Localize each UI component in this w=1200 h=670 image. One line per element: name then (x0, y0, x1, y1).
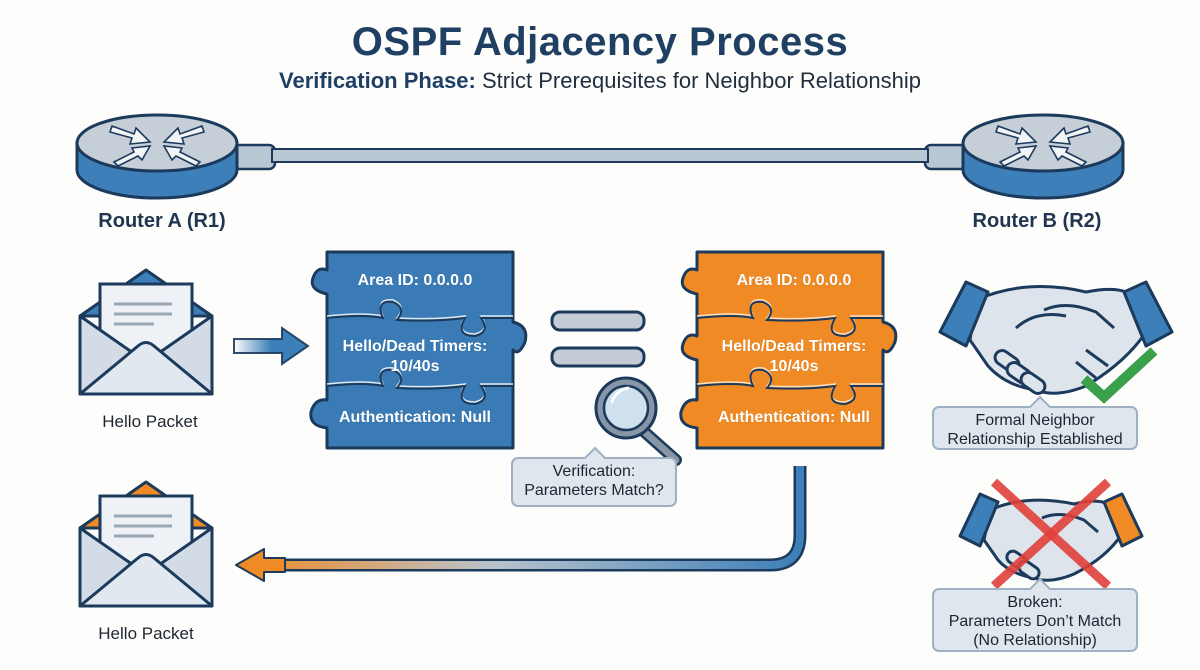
hello-packet-outgoing-envelope-icon[interactable] (76, 266, 216, 406)
router-a-parameters-puzzle (309, 250, 528, 450)
puzzle-a-authentication: Authentication: Null (339, 409, 491, 426)
failure-callout: Broken: Parameters Don’t Match (No Relat… (932, 577, 1138, 652)
handshake-success-icon (938, 280, 1174, 395)
puzzle-b-area-id: Area ID: 0.0.0.0 (736, 272, 852, 289)
success-callout: Formal Neighbor Relationship Established (932, 395, 1138, 450)
puzzle-a-area-id: Area ID: 0.0.0.0 (357, 272, 473, 289)
subtitle-phase: Verification Phase: (279, 68, 476, 93)
router-b-label: Router B (R2) (972, 210, 1102, 232)
puzzle-b-timers-label: Hello/Dead Timers: (721, 338, 867, 355)
hello-packet-outgoing-label: Hello Packet (102, 412, 198, 431)
verification-magnifier-icon (550, 310, 682, 466)
page-subtitle: Verification Phase: Strict Prerequisites… (0, 68, 1200, 94)
router-b-icon[interactable] (958, 108, 1128, 208)
hello-packet-incoming-label: Hello Packet (98, 624, 194, 643)
cross-mark-icon (990, 478, 1112, 590)
hello-packet-incoming-envelope-icon[interactable] (76, 478, 216, 618)
failure-line1: Broken: (1007, 594, 1063, 611)
router-a-icon[interactable] (72, 108, 242, 208)
verification-callout: Verification: Parameters Match? (511, 446, 677, 507)
verification-line2: Parameters Match? (524, 482, 664, 499)
page-title: OSPF Adjacency Process (351, 20, 849, 64)
router-b-parameters-puzzle (679, 250, 898, 450)
send-arrow-icon (233, 326, 310, 366)
subtitle-description: Strict Prerequisites for Neighbor Relati… (475, 68, 921, 93)
failure-line2: Parameters Don’t Match (948, 613, 1122, 630)
verification-line1: Verification: (552, 463, 636, 480)
success-line2: Relationship Established (947, 431, 1123, 448)
failure-line3: (No Relationship) (973, 632, 1097, 649)
puzzle-a-timers-value: 10/40s (390, 358, 440, 375)
router-a-label: Router A (R1) (98, 210, 226, 232)
success-line1: Formal Neighbor (975, 412, 1095, 429)
puzzle-b-timers-value: 10/40s (769, 358, 819, 375)
puzzle-b-authentication: Authentication: Null (718, 409, 870, 426)
puzzle-a-timers-label: Hello/Dead Timers: (342, 338, 488, 355)
checkmark-icon (1080, 347, 1158, 404)
